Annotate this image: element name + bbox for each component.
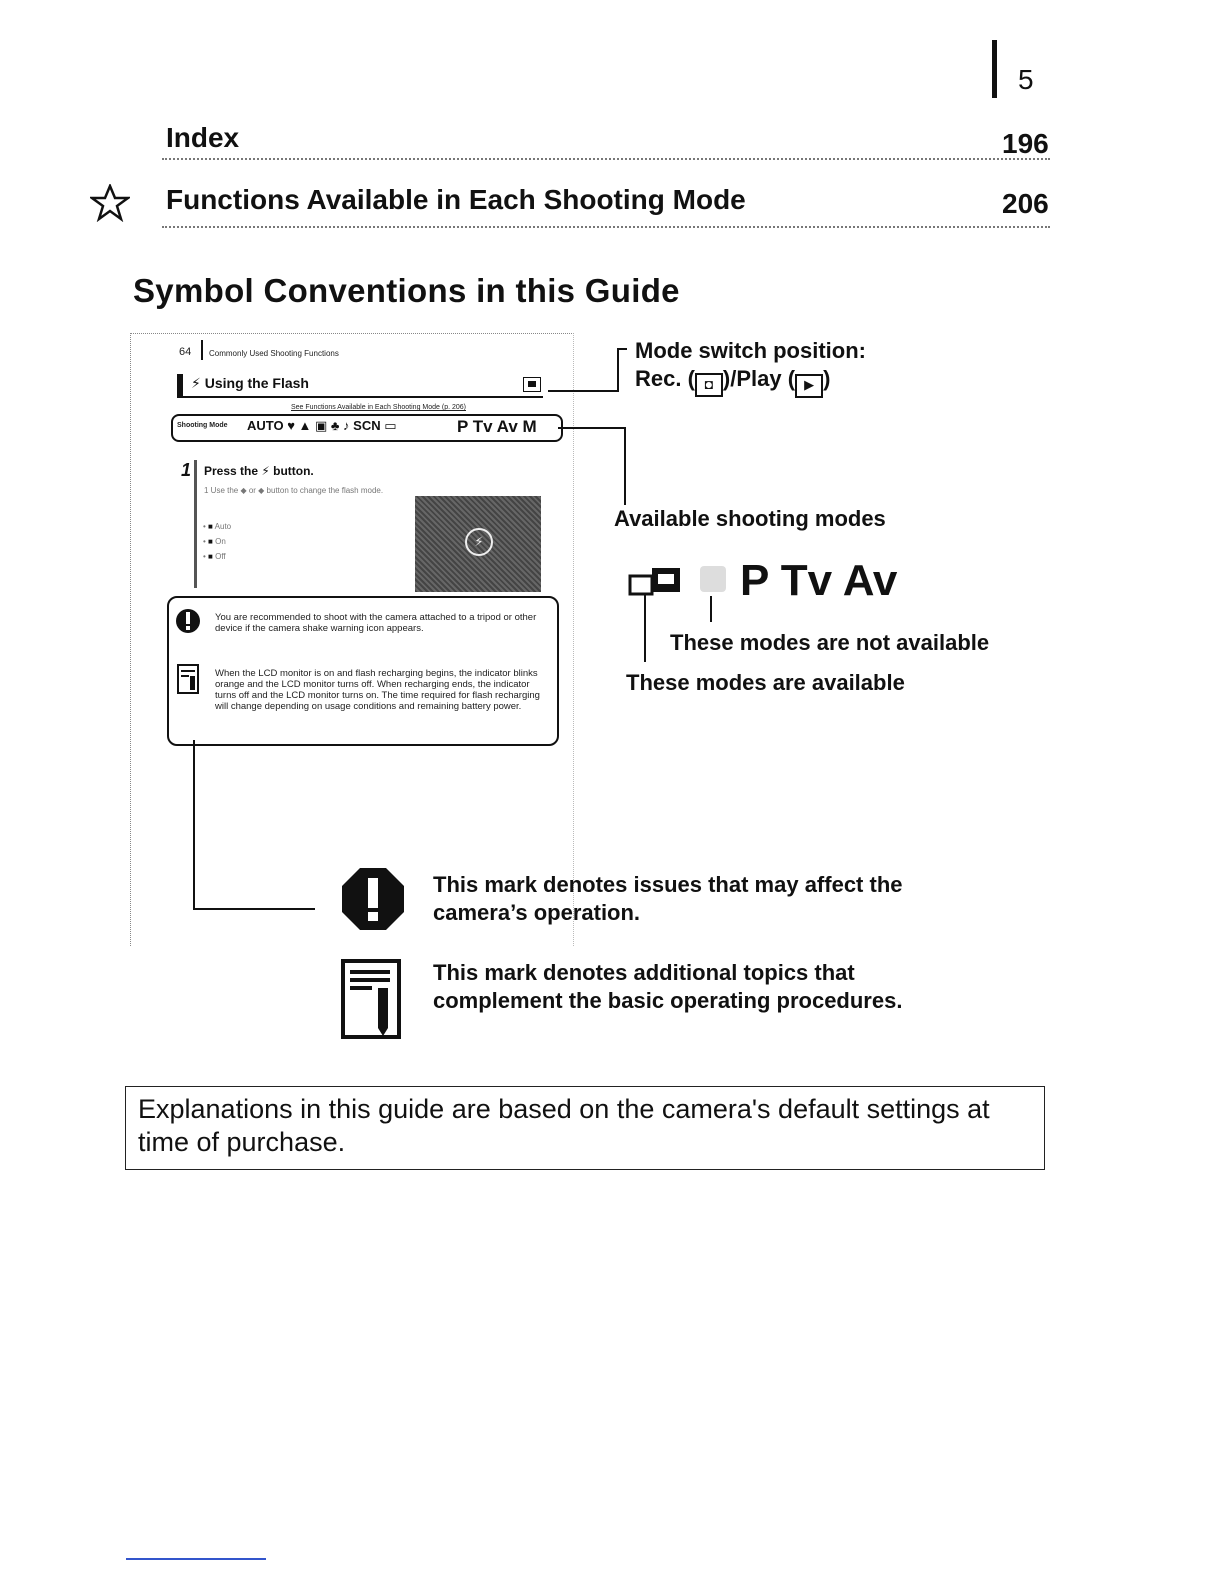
sample-mode-letters: P Tv Av M <box>457 417 537 437</box>
not-available-label: These modes are not available <box>670 630 989 656</box>
callout-line <box>193 740 195 910</box>
toc-leader-line <box>162 158 1050 160</box>
mode-switch-label: Mode switch position: <box>635 338 866 364</box>
sample-caution-text: You are recommended to shoot with the ca… <box>215 612 545 634</box>
sample-lcd-screenshot: ⚡ <box>415 496 541 592</box>
caution-description-line1: This mark denotes issues that may affect… <box>433 872 903 898</box>
sample-shooting-mode-label: Shooting Mode <box>177 422 228 429</box>
flash-icon: ⚡ <box>191 375 205 391</box>
callout-line <box>624 427 626 505</box>
sample-mode-icons: AUTO ♥ ▲ ▣ ♣ ♪ SCN ▭ <box>247 418 397 434</box>
mode-switch-positions: Rec. (◘)/Play (▶) <box>635 366 830 398</box>
sample-step-number: 1 <box>181 460 191 481</box>
toc-leader-line <box>162 226 1050 228</box>
sample-page-illustration: 64 Commonly Used Shooting Functions ⚡ Us… <box>130 333 574 946</box>
sample-page-ref: 64 <box>179 346 191 358</box>
stitch-assist-icon <box>628 564 686 603</box>
available-label: These modes are available <box>626 670 905 696</box>
page-number: 5 <box>1018 64 1034 96</box>
section-title: Symbol Conventions in this Guide <box>133 272 680 310</box>
camera-icon: ◘ <box>695 373 723 397</box>
caution-icon <box>340 866 406 937</box>
footer-rule <box>126 1558 266 1560</box>
sample-heading-box: ⚡ Using the Flash <box>177 372 543 398</box>
sample-option-on: • ■ On <box>203 537 226 546</box>
flash-off-icon: ⚡ <box>465 528 493 556</box>
toc-item-functions-page[interactable]: 206 <box>1002 188 1049 220</box>
default-settings-note: Explanations in this guide are based on … <box>138 1093 1038 1159</box>
greyed-mode-icon <box>700 566 726 592</box>
toc-item-index-title[interactable]: Index <box>166 122 239 154</box>
large-mode-letters: P Tv Av <box>740 556 897 606</box>
callout-line <box>558 427 626 429</box>
sample-option-off: • ■ Off <box>203 552 226 561</box>
sample-memo-text: When the LCD monitor is on and flash rec… <box>215 668 545 712</box>
sample-notes-box: You are recommended to shoot with the ca… <box>167 596 559 746</box>
sample-heading-bar <box>177 374 183 396</box>
sample-running-head: Commonly Used Shooting Functions <box>209 349 339 358</box>
memo-icon <box>177 664 199 699</box>
star-icon <box>90 184 130 227</box>
available-modes-label: Available shooting modes <box>614 506 886 532</box>
camera-icon <box>523 377 541 392</box>
toc-item-functions-title[interactable]: Functions Available in Each Shooting Mod… <box>166 184 746 216</box>
sample-step-sub: 1 Use the ◆ or ◆ button to change the fl… <box>204 486 404 495</box>
default-settings-note-box: Explanations in this guide are based on … <box>125 1086 1045 1170</box>
memo-description-line2: complement the basic operating procedure… <box>433 988 902 1014</box>
memo-description-line1: This mark denotes additional topics that <box>433 960 855 986</box>
play-icon: ▶ <box>795 374 823 398</box>
callout-line <box>710 596 712 622</box>
sample-see-ref: See Functions Available in Each Shooting… <box>291 404 466 411</box>
caution-icon <box>175 608 201 639</box>
callout-line <box>193 908 315 910</box>
callout-line <box>548 390 618 392</box>
callout-line <box>644 594 646 662</box>
sample-option-auto: • ■ Auto <box>203 522 231 531</box>
callout-line <box>617 348 627 350</box>
sample-heading: ⚡ Using the Flash <box>191 375 309 392</box>
sample-step-text: Press the ⚡ button. <box>204 464 314 478</box>
page-number-bar <box>992 40 997 98</box>
sample-shooting-mode-box: Shooting Mode AUTO ♥ ▲ ▣ ♣ ♪ SCN ▭ P Tv … <box>171 414 563 442</box>
sample-page-bar <box>201 340 203 360</box>
callout-line <box>617 348 619 392</box>
toc-item-index-page[interactable]: 196 <box>1002 128 1049 160</box>
memo-icon <box>340 958 402 1045</box>
sample-step-bar <box>194 460 197 588</box>
caution-description-line2: camera’s operation. <box>433 900 640 926</box>
